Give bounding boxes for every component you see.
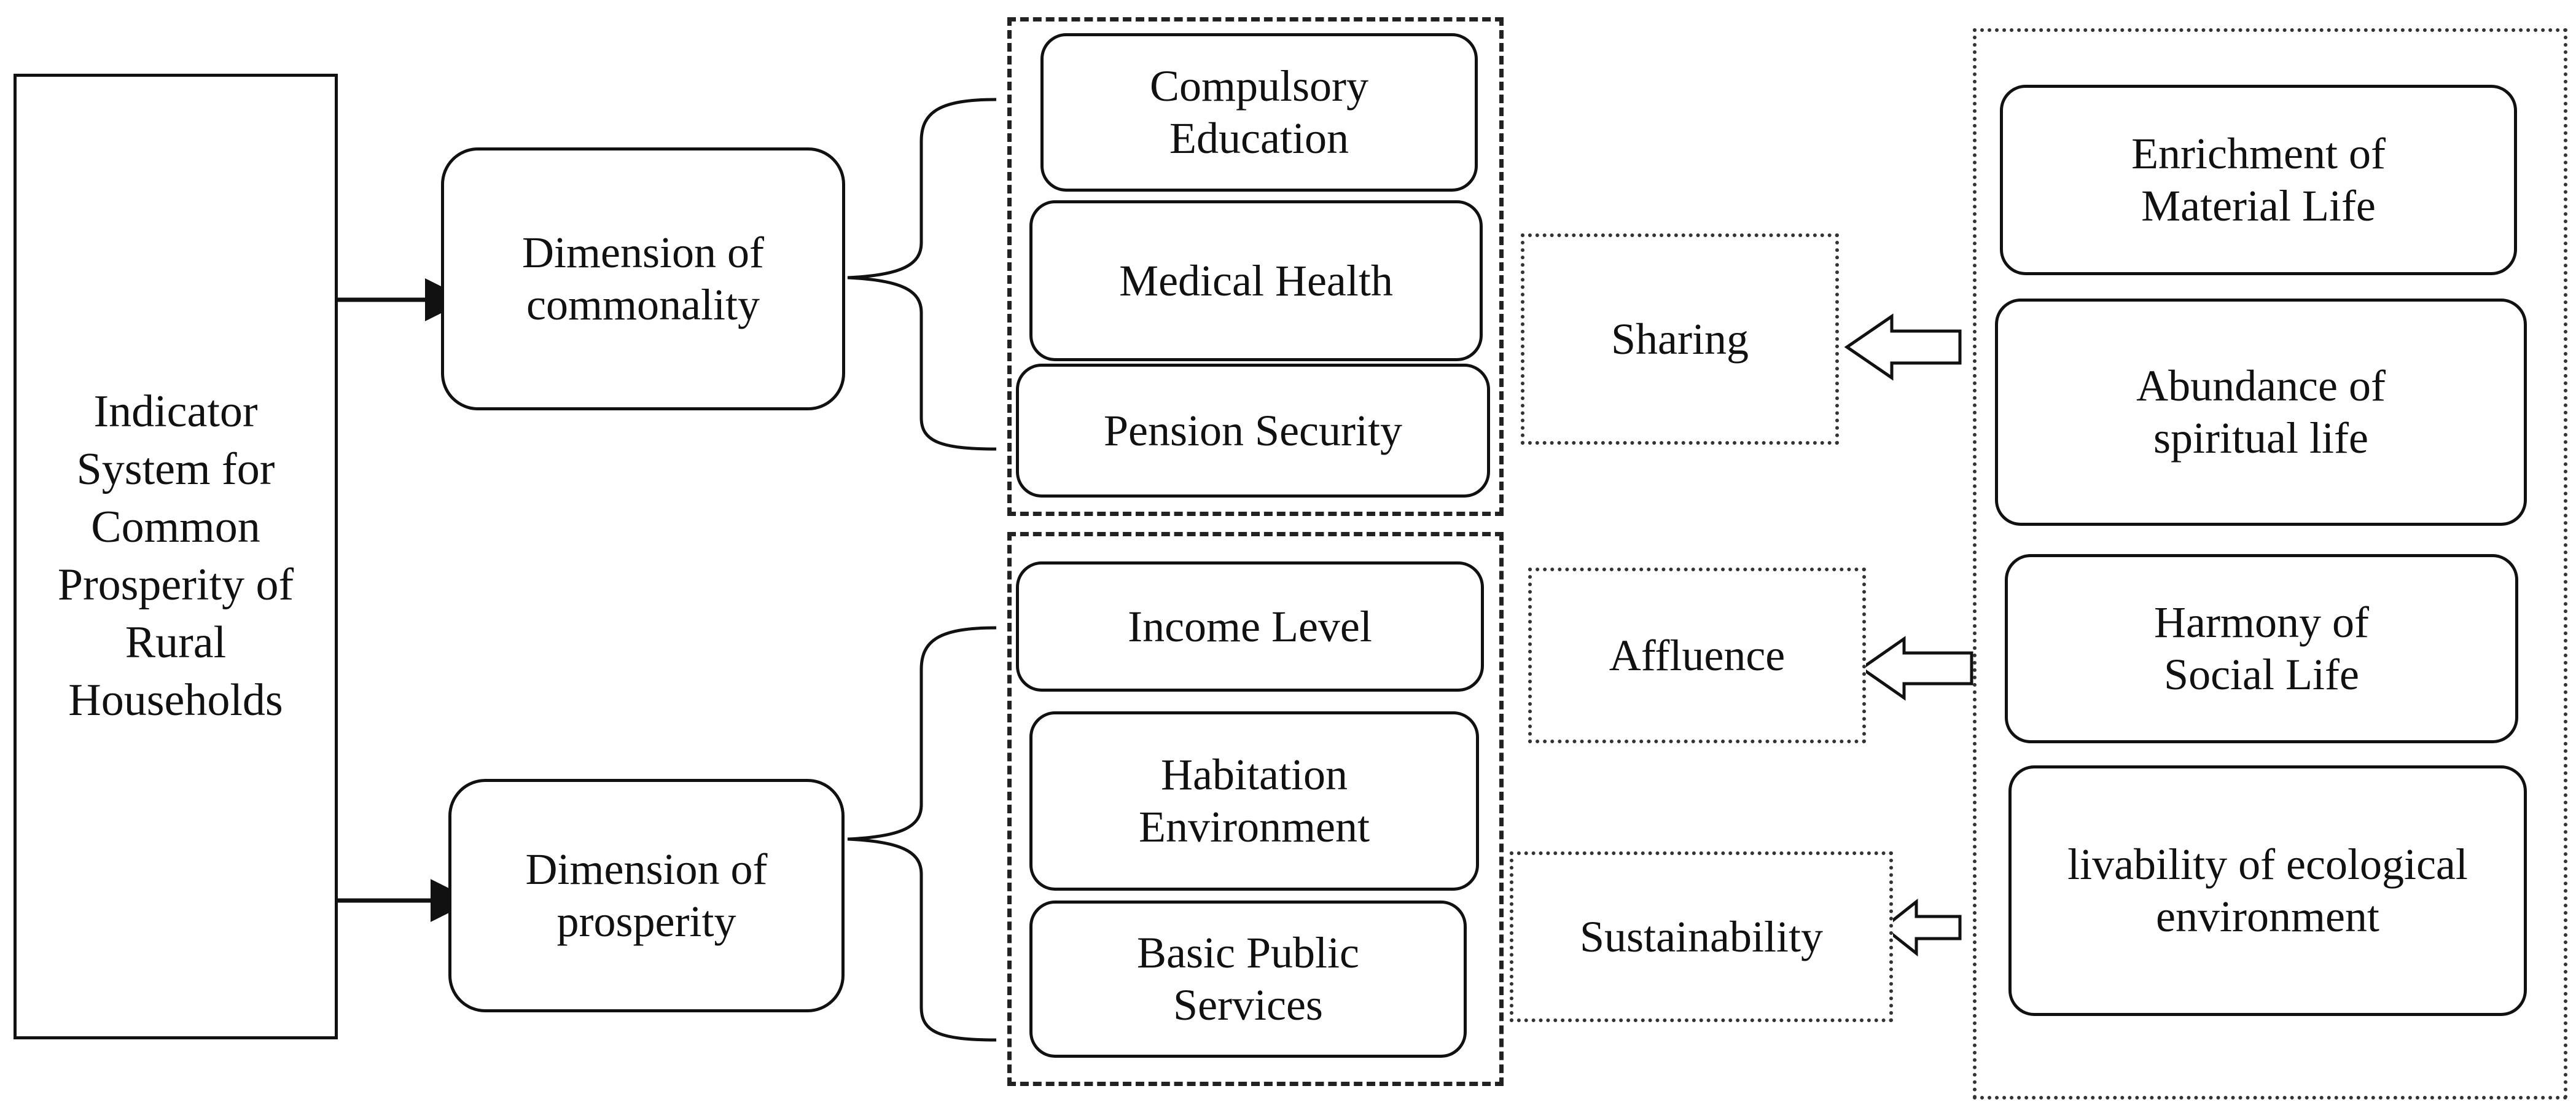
aspect-material-life: Enrichment of Material Life [2000, 85, 2517, 275]
root-indicator-system-box: Indicator System for Common Prosperity o… [14, 74, 338, 1039]
principle-sharing-box: Sharing [1521, 233, 1839, 445]
indicator-habitation-environment: Habitation Environment [1029, 711, 1479, 891]
aspect-ecological-environment: livability of ecological environment [2008, 765, 2527, 1016]
aspect-spiritual-life: Abundance of spiritual life [1995, 299, 2527, 526]
principle-label: Sustainability [1580, 912, 1823, 961]
aspect-social-life: Harmony of Social Life [2005, 554, 2518, 743]
dimension-prosperity-label: Dimension of prosperity [525, 845, 768, 946]
aspect-label: Harmony of Social Life [2154, 598, 2369, 699]
indicator-basic-public-services: Basic Public Services [1029, 901, 1467, 1058]
indicator-label: Basic Public Services [1137, 928, 1359, 1030]
indicator-medical-health: Medical Health [1029, 200, 1483, 361]
prosperity-indicators-group [1007, 532, 1504, 1086]
aspect-label: Enrichment of Material Life [2131, 129, 2386, 230]
indicator-label: Habitation Environment [1139, 750, 1370, 851]
indicator-label: Income Level [1128, 601, 1372, 651]
principle-label: Sharing [1611, 314, 1749, 364]
commonality-indicators-group [1007, 17, 1504, 516]
aspect-label: livability of ecological environment [2067, 840, 2468, 941]
indicator-label: Medical Health [1119, 256, 1393, 305]
hollow-arrow-to-sustainability [1881, 898, 1962, 957]
principle-label: Affluence [1609, 630, 1786, 680]
principle-sustainability-box: Sustainability [1510, 851, 1893, 1022]
dimension-prosperity-box: Dimension of prosperity [448, 779, 845, 1012]
aspect-label: Abundance of spiritual life [2136, 361, 2386, 463]
brace-commonality [847, 98, 997, 451]
life-aspects-group [1973, 28, 2567, 1100]
dimension-commonality-box: Dimension of commonality [441, 147, 845, 410]
brace-prosperity [847, 626, 997, 1042]
indicator-income-level: Income Level [1016, 561, 1484, 692]
indicator-label: Pension Security [1104, 405, 1402, 455]
root-label: Indicator System for Common Prosperity o… [57, 386, 294, 725]
dimension-commonality-label: Dimension of commonality [522, 228, 764, 329]
hollow-arrow-to-sharing [1844, 313, 1962, 381]
indicator-label: Compulsory Education [1149, 61, 1369, 163]
indicator-compulsory-education: Compulsory Education [1040, 33, 1478, 192]
principle-affluence-box: Affluence [1528, 568, 1866, 743]
hollow-arrow-to-affluence [1859, 636, 1973, 701]
indicator-pension-security: Pension Security [1016, 364, 1490, 498]
